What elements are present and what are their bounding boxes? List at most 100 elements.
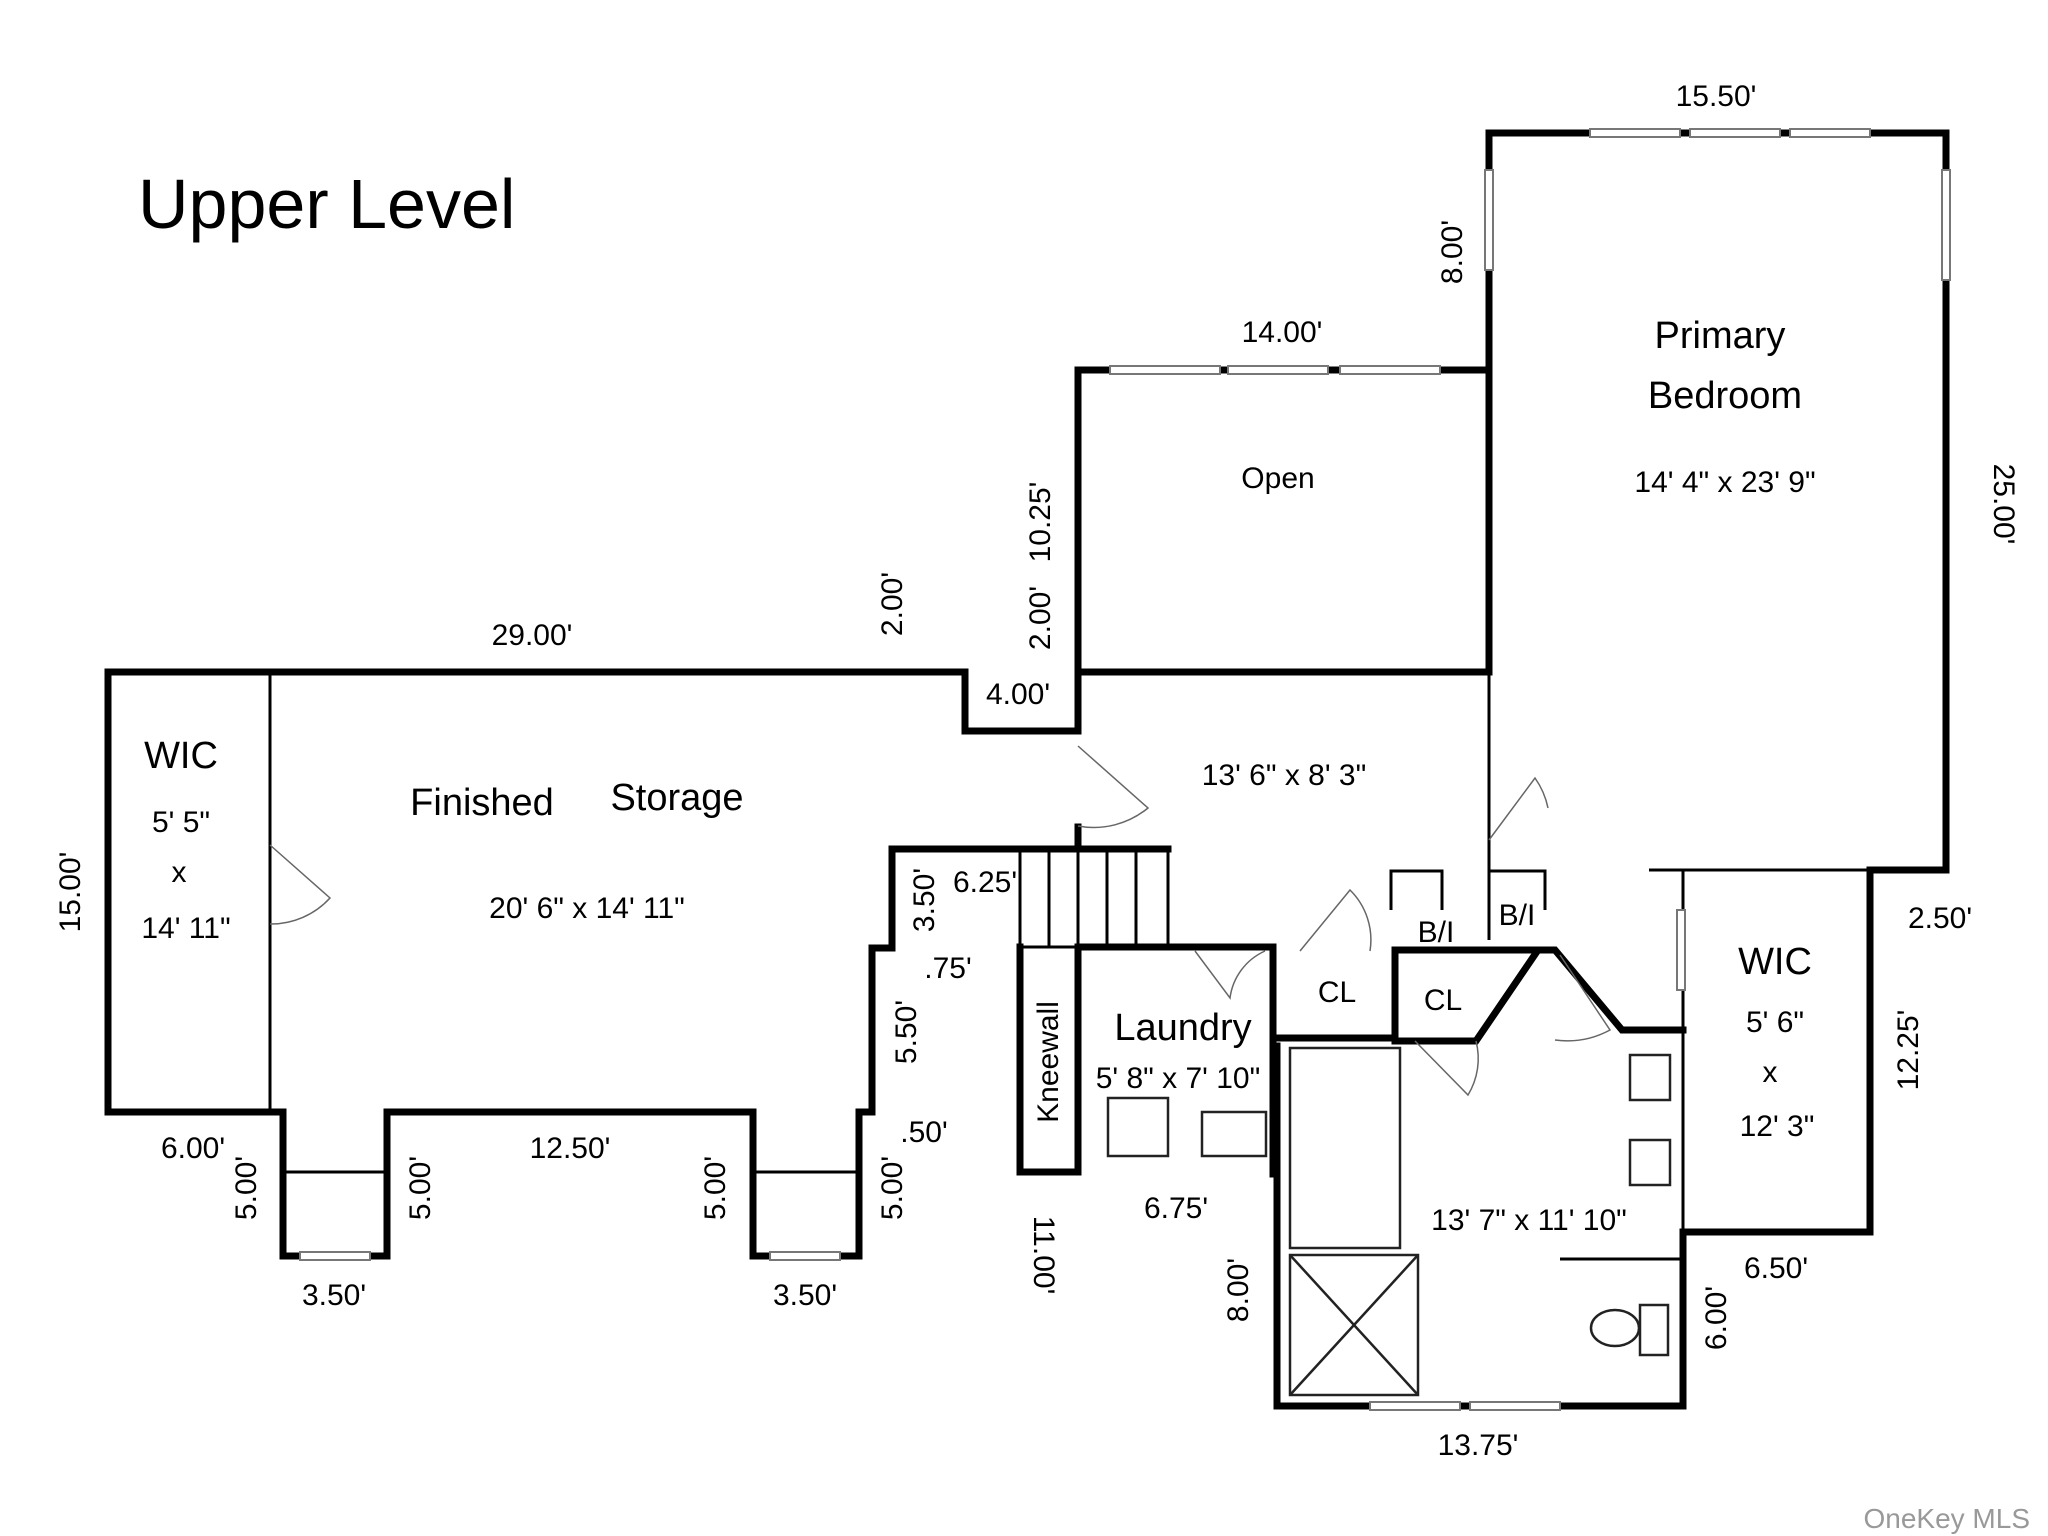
room-laundry: Laundry (1114, 1007, 1251, 1049)
window (1227, 365, 1329, 375)
watermark: OneKey MLS (1863, 1503, 2030, 1534)
window (1109, 365, 1221, 375)
room-finished: Finished (410, 782, 554, 824)
room-wic-left-length: 14' 11" (141, 912, 230, 945)
dim-label: 12.25' (1892, 1010, 1925, 1091)
plan-title: Upper Level (138, 165, 515, 243)
dim-label: 25.00' (1987, 464, 2020, 545)
door-swing (1554, 954, 1612, 1042)
dim-label: 5.00' (230, 1156, 263, 1220)
dim-label: 6.00' (161, 1132, 225, 1165)
dim-label: .50' (900, 1116, 947, 1149)
room-laundry-size: 5' 8" x 7' 10" (1096, 1062, 1261, 1095)
builtin-bi-left (1389, 869, 1444, 910)
dim-label: 5.00' (404, 1156, 437, 1220)
room-primary-bedroom-line2: Bedroom (1648, 375, 1802, 417)
dim-label: 5.00' (699, 1156, 732, 1220)
dim-label: 2.00' (876, 572, 909, 636)
window (1941, 169, 1951, 281)
vanity-sink (1628, 1053, 1672, 1102)
window (1484, 169, 1494, 271)
door-swing (1194, 950, 1266, 1000)
window (769, 1251, 841, 1261)
dim-label: 8.00' (1436, 220, 1469, 284)
room-primary-bedroom-line1: Primary (1655, 315, 1786, 357)
door-swing (269, 844, 332, 925)
room-storage: Storage (610, 777, 743, 819)
bathtub (1288, 1046, 1402, 1250)
room-bi-2: B/I (1499, 899, 1536, 932)
dim-label: 5.00' (876, 1156, 909, 1220)
windows (299, 128, 1951, 1411)
dim-label: 6.50' (1744, 1252, 1808, 1285)
room-kneewall: Kneewall (1032, 1001, 1065, 1123)
dim-label: 6.75' (1144, 1192, 1208, 1225)
window (1589, 128, 1681, 138)
shower (1288, 1253, 1420, 1397)
dim-label: 13.75' (1438, 1429, 1519, 1462)
wall-cl2 (1391, 946, 1545, 1045)
room-wic-right-length: 12' 3" (1740, 1110, 1815, 1143)
room-primary-bedroom-size: 14' 4" x 23' 9" (1634, 466, 1815, 499)
window (299, 1251, 371, 1261)
dim-label: .75' (924, 952, 971, 985)
vanity-sink (1628, 1138, 1672, 1187)
dim-label: 4.00' (986, 678, 1050, 711)
door-swing (1414, 1040, 1479, 1097)
dim-label: 15.00' (54, 852, 87, 933)
dim-label: 10.25' (1024, 482, 1057, 563)
fixtures (1106, 1046, 1672, 1397)
room-bath-size: 13' 7" x 11' 10" (1431, 1204, 1627, 1237)
window (1369, 1401, 1461, 1411)
stairs (1018, 847, 1170, 949)
laundry-sink (1200, 1110, 1268, 1158)
dim-label: 29.00' (492, 619, 573, 652)
door-swing (1299, 888, 1372, 952)
dimension-labels: 15.50' 8.00' 14.00' 25.00' 10.25' 2.00' … (54, 80, 2020, 1462)
room-bi-1: B/I (1418, 916, 1455, 949)
dim-label: 3.50' (773, 1279, 837, 1312)
dim-label: 6.25' (953, 866, 1017, 899)
door-slider (1676, 909, 1686, 991)
room-wic-right: WIC (1738, 941, 1812, 983)
room-labels: Primary Bedroom 14' 4" x 23' 9" Open 13'… (141, 315, 1815, 1237)
dim-label: 3.50' (302, 1279, 366, 1312)
room-wic-right-width: 5' 6" (1746, 1006, 1804, 1039)
room-hall-size: 13' 6" x 8' 3" (1202, 759, 1367, 792)
window (1339, 365, 1441, 375)
window (1469, 1401, 1561, 1411)
room-cl-1: CL (1318, 976, 1356, 1009)
room-open: Open (1241, 462, 1314, 495)
door-swing (1077, 745, 1150, 829)
window (1789, 128, 1871, 138)
door-swing (1488, 776, 1549, 841)
dim-label: 6.00' (1700, 1286, 1733, 1350)
window (1689, 128, 1781, 138)
room-wic-left-width: 5' 5" (152, 806, 210, 839)
room-wic-right-x: x (1763, 1056, 1778, 1089)
dim-label: 2.50' (1908, 902, 1972, 935)
dim-label: 2.00' (1024, 586, 1057, 650)
room-wic-left: WIC (144, 735, 218, 777)
washer (1106, 1096, 1170, 1158)
dim-label: 15.50' (1676, 80, 1757, 113)
wall-storage (961, 668, 1082, 735)
doors (269, 745, 1686, 1097)
dim-label: 12.50' (530, 1132, 611, 1165)
toilet-tank (1638, 1303, 1670, 1357)
room-storage-size: 20' 6" x 14' 11" (489, 892, 685, 925)
stair-box (1018, 847, 1170, 949)
dim-label: 3.50' (908, 868, 941, 932)
room-cl-2: CL (1424, 984, 1462, 1017)
shower-diagonal (1289, 1254, 1419, 1396)
toilet (1589, 1308, 1641, 1348)
dim-label: 8.00' (1222, 1258, 1255, 1322)
dim-label: 11.00' (1027, 1216, 1060, 1295)
walls (104, 129, 1950, 1410)
dim-label: 5.50' (890, 1000, 923, 1064)
wall-storage-top (104, 668, 1172, 1260)
wall-bath-diag (1534, 946, 1687, 1034)
dim-label: 14.00' (1242, 316, 1323, 349)
